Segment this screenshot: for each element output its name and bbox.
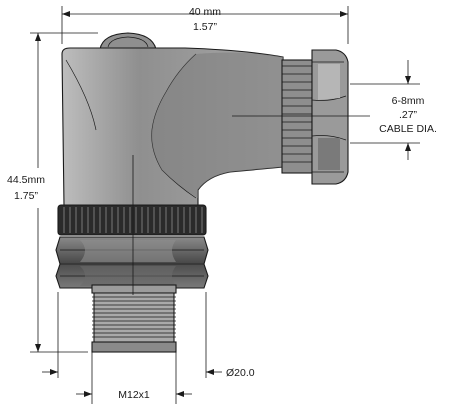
knurled-nut [57,204,207,236]
height-label-background [8,170,48,204]
thread-label: M12x1 [118,389,150,401]
height-mm-label: 44.5mm [7,174,45,186]
diameter-dimension [42,292,222,378]
width-mm-label: 40 mm [189,6,221,18]
width-dimension [61,6,349,44]
height-in-label: 1.75” [14,190,38,202]
connector-body [61,32,284,207]
center-lines [132,115,370,295]
width-in-label: 1.57” [193,21,217,33]
diameter-label: Ø20.0 [226,367,255,379]
cable-dia-label: CABLE DIA. [379,123,437,135]
cable-gland [281,49,349,185]
thread-dimension [76,352,192,404]
cable-dimension [350,60,420,160]
height-dimension [30,32,98,353]
cable-in-label: .27” [399,109,418,121]
cable-mm-label: 6-8mm [392,95,425,107]
m12-thread [91,284,177,353]
hex-body [55,236,209,289]
